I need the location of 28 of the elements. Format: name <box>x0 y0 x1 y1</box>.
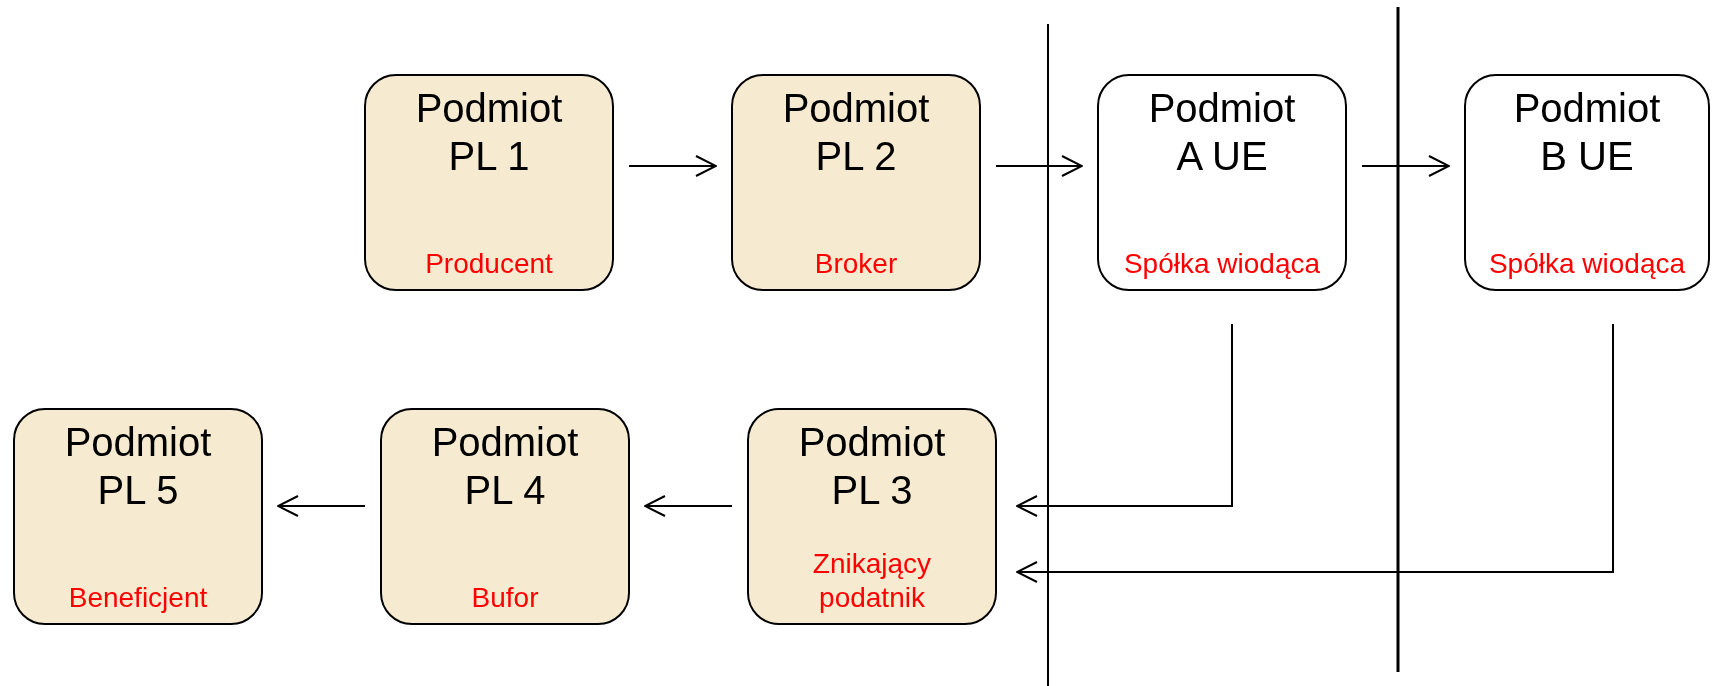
role-label: Spółka wiodąca <box>1122 247 1322 281</box>
entity-box <box>380 408 630 625</box>
arrow <box>277 495 366 517</box>
entity-name: Podmiot PL 1 <box>414 85 564 180</box>
entity-name: Podmiot PL 5 <box>63 419 213 514</box>
entity-name: Podmiot PL 3 <box>797 419 947 514</box>
arrow <box>995 155 1083 177</box>
role-label: Broker <box>813 247 899 281</box>
entity-name: Podmiot PL 2 <box>781 85 931 180</box>
role-label: Spółka wiodąca <box>1487 247 1687 281</box>
arrow <box>628 155 717 177</box>
entity-box <box>747 408 997 625</box>
arrow <box>1361 155 1450 177</box>
entity-box <box>364 74 614 291</box>
role-label: Bufor <box>470 581 540 615</box>
arrow <box>1016 323 1233 517</box>
entity-box <box>731 74 981 291</box>
entity-box <box>1464 74 1710 291</box>
entity-box <box>1097 74 1347 291</box>
arrow <box>644 495 733 517</box>
role-label: Producent <box>424 247 554 281</box>
entity-name: Podmiot B UE <box>1512 85 1662 180</box>
entity-name: Podmiot A UE <box>1147 85 1297 180</box>
arrow <box>1016 323 1614 583</box>
role-label: Znikający podatnik <box>811 547 933 615</box>
entity-name: Podmiot PL 4 <box>430 419 580 514</box>
role-label: Beneficjent <box>67 581 209 615</box>
entity-box <box>13 408 263 625</box>
